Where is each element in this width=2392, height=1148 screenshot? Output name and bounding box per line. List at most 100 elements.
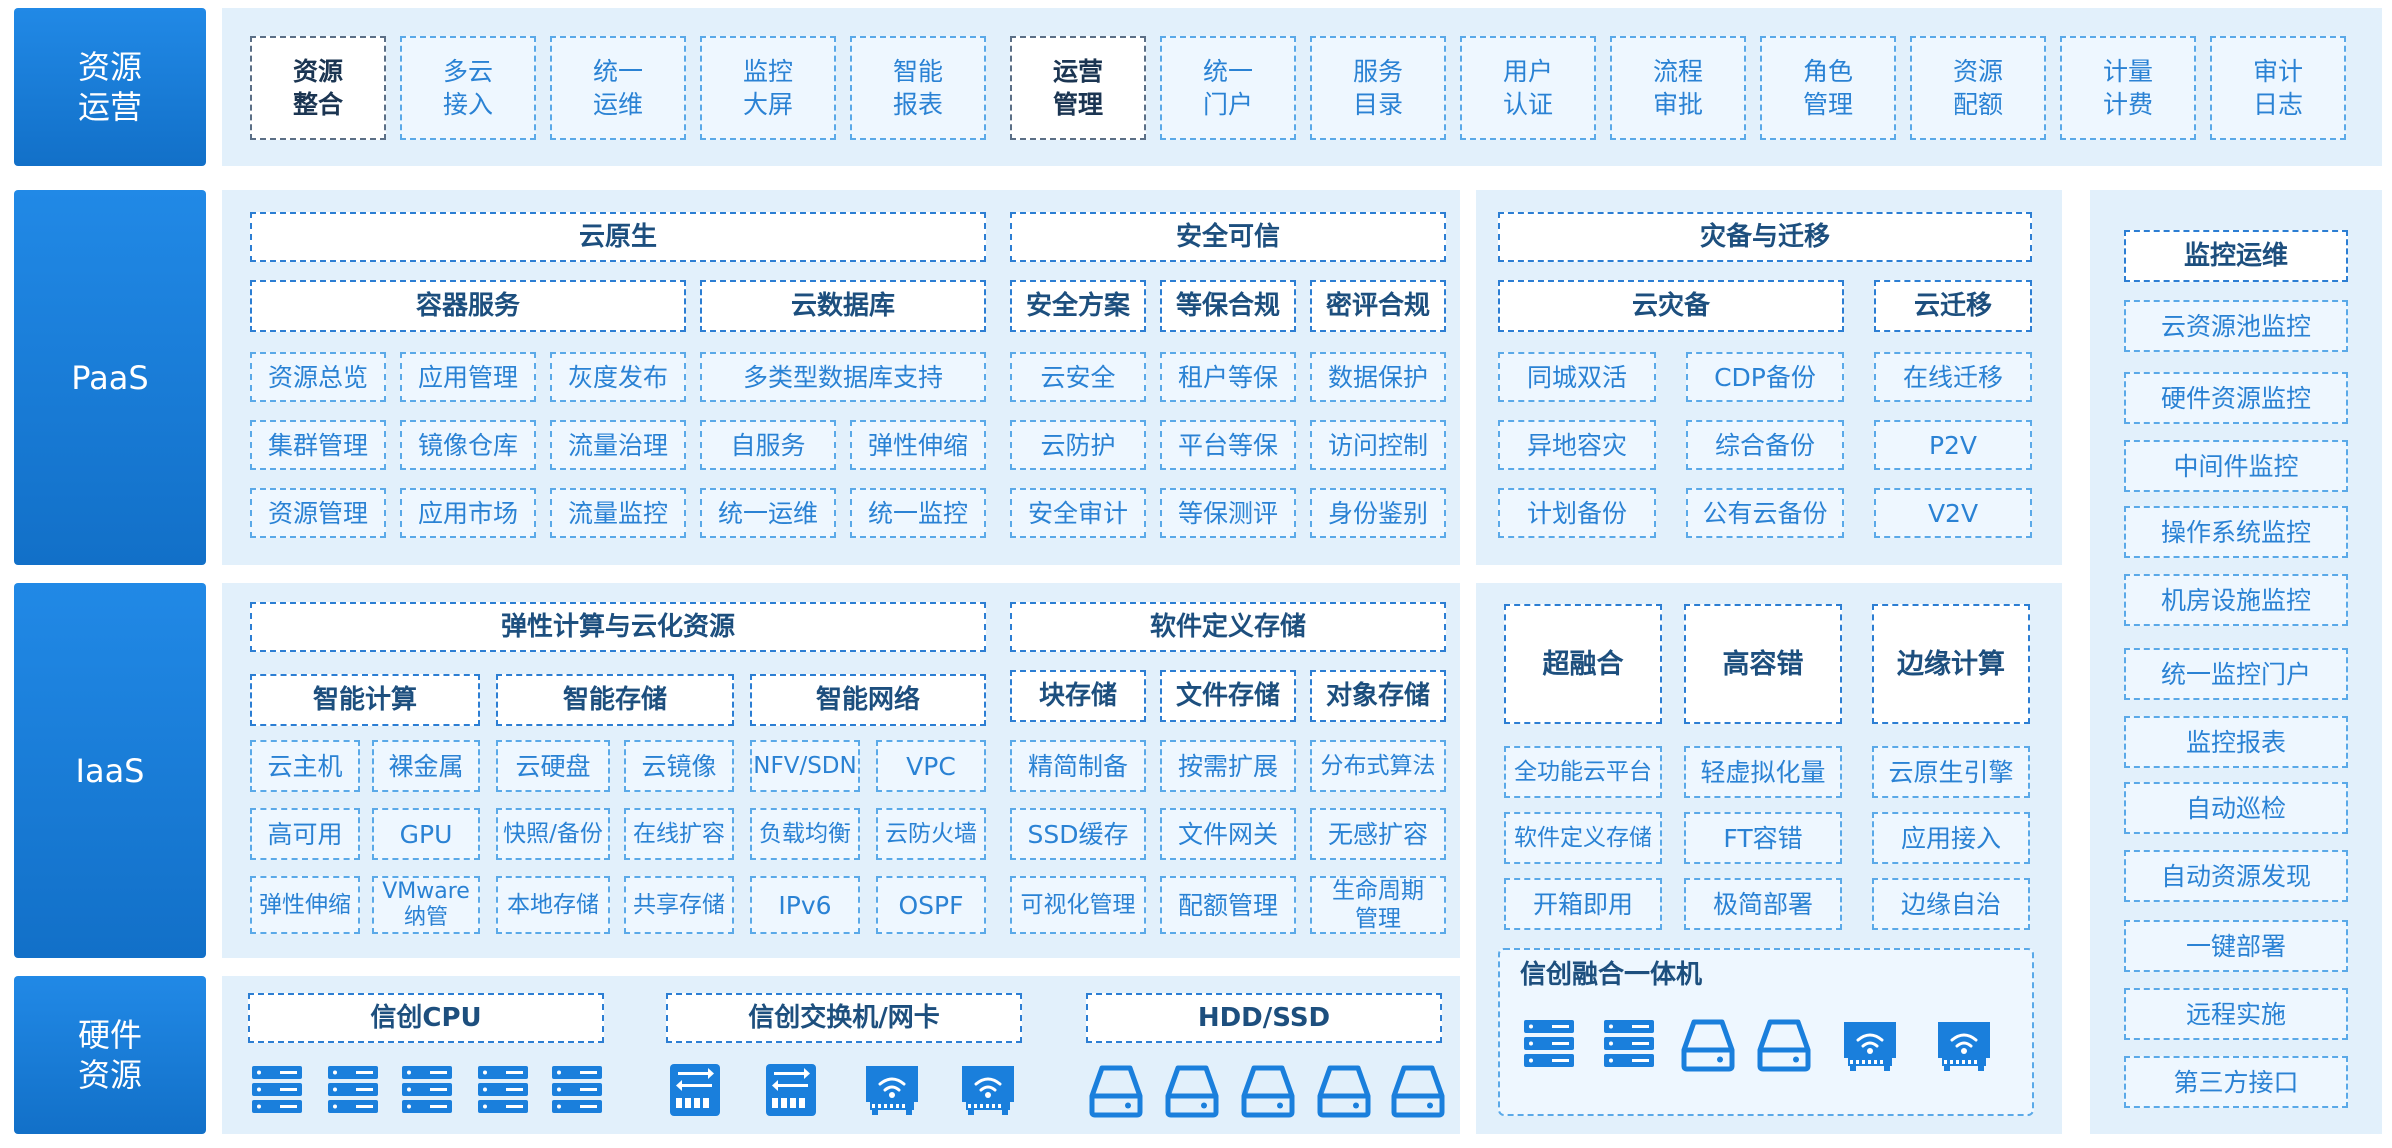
monitoring-item[interactable]: 监控报表: [2124, 716, 2348, 768]
storage-item[interactable]: 云硬盘: [496, 740, 610, 792]
monitoring-item[interactable]: 云资源池监控: [2124, 300, 2348, 352]
security-item[interactable]: 安全审计: [1010, 488, 1146, 538]
database-item[interactable]: 自服务: [700, 420, 836, 470]
container-item[interactable]: 镜像仓库: [400, 420, 536, 470]
compute-item[interactable]: VMware 纳管: [372, 876, 480, 934]
database-item[interactable]: 弹性伸缩: [850, 420, 986, 470]
network-item[interactable]: NFV/SDN: [750, 740, 860, 792]
database-item[interactable]: 多类型数据库支持: [700, 352, 986, 402]
ops-item[interactable]: 服务 目录: [1310, 36, 1446, 140]
monitoring-item[interactable]: 硬件资源监控: [2124, 372, 2348, 424]
compute-item[interactable]: 弹性伸缩: [250, 876, 360, 934]
security-item[interactable]: 数据保护: [1310, 352, 1446, 402]
ops-item[interactable]: 资源 配额: [1910, 36, 2046, 140]
container-item[interactable]: 集群管理: [250, 420, 386, 470]
security-item[interactable]: 云安全: [1010, 352, 1146, 402]
ops-item[interactable]: 角色 管理: [1760, 36, 1896, 140]
backup-item[interactable]: 同城双活: [1498, 352, 1656, 402]
network-item[interactable]: IPv6: [750, 876, 860, 934]
compute-item[interactable]: 云主机: [250, 740, 360, 792]
hci-box[interactable]: 超融合: [1504, 604, 1662, 724]
hci-item[interactable]: FT容错: [1684, 812, 1842, 864]
sds-item[interactable]: 精简制备: [1010, 740, 1146, 792]
backup-item[interactable]: 综合备份: [1686, 420, 1844, 470]
ops-item[interactable]: 统一 运维: [550, 36, 686, 140]
ops-item[interactable]: 统一 门户: [1160, 36, 1296, 140]
network-item[interactable]: OSPF: [876, 876, 986, 934]
network-card-icon: [962, 1066, 1014, 1115]
security-item[interactable]: 身份鉴别: [1310, 488, 1446, 538]
sds-item[interactable]: 生命周期 管理: [1310, 876, 1446, 934]
container-item[interactable]: 灰度发布: [550, 352, 686, 402]
sds-item[interactable]: 分布式算法: [1310, 740, 1446, 792]
container-item[interactable]: 应用市场: [400, 488, 536, 538]
security-item[interactable]: 平台等保: [1160, 420, 1296, 470]
sds-item[interactable]: 无感扩容: [1310, 808, 1446, 860]
hci-item[interactable]: 应用接入: [1872, 812, 2030, 864]
backup-item[interactable]: CDP备份: [1686, 352, 1844, 402]
monitoring-item[interactable]: 一键部署: [2124, 920, 2348, 972]
storage-item[interactable]: 云镜像: [624, 740, 734, 792]
backup-item[interactable]: 异地容灾: [1498, 420, 1656, 470]
hci-item[interactable]: 开箱即用: [1504, 878, 1662, 930]
ops-item[interactable]: 资源 整合: [250, 36, 386, 140]
migration-item[interactable]: V2V: [1874, 488, 2032, 538]
monitoring-item[interactable]: 自动巡检: [2124, 782, 2348, 834]
container-item[interactable]: 资源管理: [250, 488, 386, 538]
storage-item[interactable]: 快照/备份: [496, 808, 610, 860]
ops-item[interactable]: 用户 认证: [1460, 36, 1596, 140]
storage-item[interactable]: 在线扩容: [624, 808, 734, 860]
container-item[interactable]: 流量治理: [550, 420, 686, 470]
sds-sub-header: 文件存储: [1160, 670, 1296, 722]
storage-item[interactable]: 本地存储: [496, 876, 610, 934]
monitoring-item[interactable]: 操作系统监控: [2124, 506, 2348, 558]
sds-item[interactable]: 文件网关: [1160, 808, 1296, 860]
compute-item[interactable]: GPU: [372, 808, 480, 860]
ops-item[interactable]: 审计 日志: [2210, 36, 2346, 140]
hci-item[interactable]: 云原生引擎: [1872, 746, 2030, 798]
security-item[interactable]: 访问控制: [1310, 420, 1446, 470]
ops-item[interactable]: 流程 审批: [1610, 36, 1746, 140]
compute-item[interactable]: 裸金属: [372, 740, 480, 792]
ops-item[interactable]: 计量 计费: [2060, 36, 2196, 140]
hci-item[interactable]: 轻虚拟化量: [1684, 746, 1842, 798]
container-item[interactable]: 资源总览: [250, 352, 386, 402]
hci-item[interactable]: 极简部署: [1684, 878, 1842, 930]
ops-item[interactable]: 多云 接入: [400, 36, 536, 140]
monitoring-item[interactable]: 中间件监控: [2124, 440, 2348, 492]
sds-item[interactable]: SSD缓存: [1010, 808, 1146, 860]
monitoring-item[interactable]: 机房设施监控: [2124, 574, 2348, 626]
database-item[interactable]: 统一监控: [850, 488, 986, 538]
hci-item[interactable]: 全功能云平台: [1504, 746, 1662, 798]
fault-tolerance-box[interactable]: 高容错: [1684, 604, 1842, 724]
ops-item[interactable]: 运营 管理: [1010, 36, 1146, 140]
sds-item[interactable]: 可视化管理: [1010, 876, 1146, 934]
migration-item[interactable]: 在线迁移: [1874, 352, 2032, 402]
migration-item[interactable]: P2V: [1874, 420, 2032, 470]
monitoring-item[interactable]: 第三方接口: [2124, 1056, 2348, 1108]
ops-item[interactable]: 智能 报表: [850, 36, 986, 140]
network-item[interactable]: 负载均衡: [750, 808, 860, 860]
monitoring-item[interactable]: 自动资源发现: [2124, 850, 2348, 902]
security-item[interactable]: 租户等保: [1160, 352, 1296, 402]
security-item[interactable]: 等保测评: [1160, 488, 1296, 538]
network-item[interactable]: VPC: [876, 740, 986, 792]
hci-item[interactable]: 软件定义存储: [1504, 812, 1662, 864]
network-item[interactable]: 云防火墙: [876, 808, 986, 860]
xinchuang-switch-header: 信创交换机/网卡: [666, 993, 1022, 1043]
container-item[interactable]: 应用管理: [400, 352, 536, 402]
sds-item[interactable]: 按需扩展: [1160, 740, 1296, 792]
compute-item[interactable]: 高可用: [250, 808, 360, 860]
hci-item[interactable]: 边缘自治: [1872, 878, 2030, 930]
security-item[interactable]: 云防护: [1010, 420, 1146, 470]
backup-item[interactable]: 公有云备份: [1686, 488, 1844, 538]
storage-item[interactable]: 共享存储: [624, 876, 734, 934]
container-item[interactable]: 流量监控: [550, 488, 686, 538]
edge-computing-box[interactable]: 边缘计算: [1872, 604, 2030, 724]
backup-item[interactable]: 计划备份: [1498, 488, 1656, 538]
sds-item[interactable]: 配额管理: [1160, 876, 1296, 934]
database-item[interactable]: 统一运维: [700, 488, 836, 538]
monitoring-item[interactable]: 远程实施: [2124, 988, 2348, 1040]
monitoring-item[interactable]: 统一监控门户: [2124, 648, 2348, 700]
ops-item[interactable]: 监控 大屏: [700, 36, 836, 140]
